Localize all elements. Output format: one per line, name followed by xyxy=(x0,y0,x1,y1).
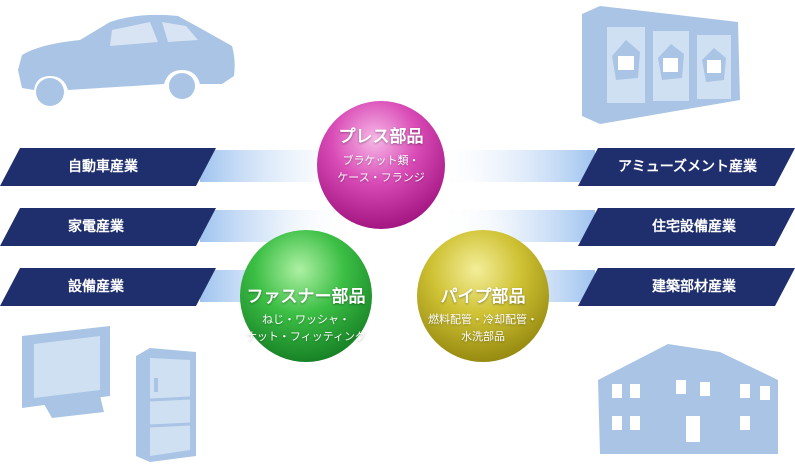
car-icon xyxy=(18,14,235,106)
banner-automotive xyxy=(0,148,216,186)
fastener-parts-line2: ナット・フィッティング xyxy=(245,330,367,343)
pipe-parts-title: パイプ部品 xyxy=(440,287,526,307)
pipe-parts-line1: 燃料配管・冷却配管・ xyxy=(428,313,538,326)
banner-equipment xyxy=(0,268,216,306)
industry-label-housing-equipment: 住宅設備産業 xyxy=(652,219,736,235)
banner-building-materials xyxy=(578,268,795,306)
industry-label-automotive: 自動車産業 xyxy=(68,159,138,175)
pachinko-machine-icon xyxy=(582,6,740,124)
press-parts-line1: ブラケット類・ xyxy=(342,154,420,167)
banner-housing-equipment xyxy=(578,208,795,246)
fastener-parts-line1: ねじ・ワッシャ・ xyxy=(262,313,350,326)
press-parts-line2: ケース・フランジ xyxy=(337,171,425,184)
industry-label-equipment: 設備産業 xyxy=(68,279,124,295)
banner-home-appliance xyxy=(0,208,216,246)
press-parts-title: プレス部品 xyxy=(338,127,424,147)
press-parts-circle xyxy=(317,101,445,229)
industry-label-home-appliance: 家電産業 xyxy=(68,219,124,235)
tv-monitor-icon xyxy=(22,326,110,418)
industry-label-building-materials: 建築部材産業 xyxy=(652,279,736,295)
refrigerator-icon xyxy=(136,348,196,462)
banner-amusement xyxy=(578,148,795,186)
fastener-parts-title: ファスナー部品 xyxy=(246,287,366,307)
pipe-parts-line2: 水洗部品 xyxy=(461,330,505,343)
house-icon xyxy=(598,344,778,454)
pipe-parts-circle xyxy=(417,230,549,362)
fastener-parts-circle xyxy=(240,230,372,362)
industry-label-amusement: アミューズメント産業 xyxy=(618,159,758,175)
